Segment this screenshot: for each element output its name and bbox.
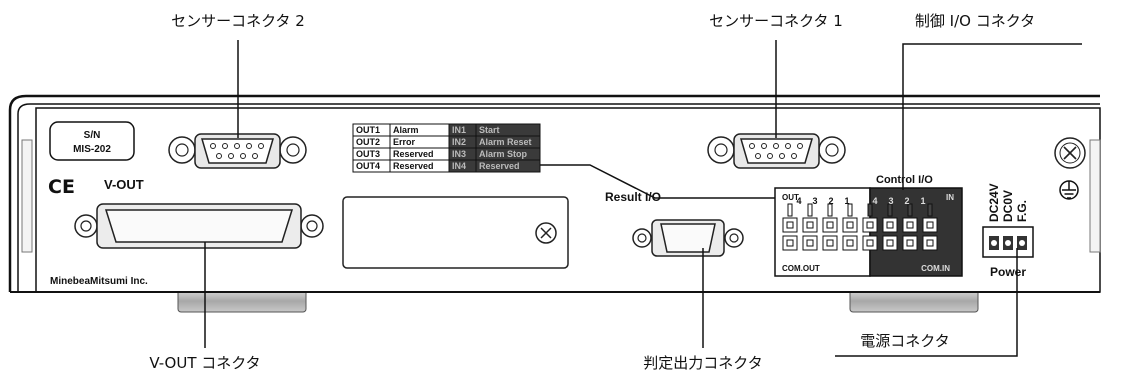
io-table-out-name: Reserved xyxy=(393,161,434,171)
terminal-pin-screw xyxy=(846,239,854,247)
callout-control-io-connector: 制御 I/O コネクタ xyxy=(915,12,1035,30)
callout-power-connector: 電源コネクタ xyxy=(860,332,949,350)
leader-power xyxy=(835,248,1018,357)
io-table-in-id: IN4 xyxy=(452,161,466,171)
io-table-out-id: OUT3 xyxy=(356,149,380,159)
terminal-pin-screw xyxy=(826,239,834,247)
sensor-connector-1 xyxy=(707,133,846,169)
right-foot xyxy=(849,289,979,313)
power-pin-label: DC24V xyxy=(987,183,1001,222)
power-pin-label: DC0V xyxy=(1001,190,1015,222)
io-table-out-name: Alarm xyxy=(393,125,419,135)
callout-vout-connector: V-OUT コネクタ xyxy=(149,354,260,372)
terminal-pin-screw xyxy=(786,221,794,229)
terminal-pin-screw xyxy=(806,221,814,229)
io-table-out-name: Reserved xyxy=(393,149,434,159)
terminal-pin-screw xyxy=(826,221,834,229)
sensor-connector-2 xyxy=(168,133,307,169)
out-pin-number: 2 xyxy=(828,196,833,206)
terminal-pin-screw xyxy=(866,239,874,247)
out-pin-number: 3 xyxy=(812,196,817,206)
terminal-pin-screw xyxy=(806,239,814,247)
terminal-pin-screw xyxy=(906,221,914,229)
brand-label: MinebeaMitsumi Inc. xyxy=(50,276,148,287)
terminal-pin-lever xyxy=(887,203,893,217)
io-table-in-name: Start xyxy=(479,125,500,135)
terminal-pin-screw xyxy=(846,221,854,229)
out-pin-number: 1 xyxy=(844,196,849,206)
io-table-out-id: OUT1 xyxy=(356,125,380,135)
control-io-panel-label: Control I/O xyxy=(876,174,933,186)
out-pin-number: 4 xyxy=(796,196,801,206)
leader-control-io xyxy=(902,43,1082,190)
ground-screw xyxy=(1054,137,1086,169)
callout-result-connector: 判定出力コネクタ xyxy=(643,354,762,372)
io-table-in-name: Reserved xyxy=(479,161,520,171)
power-panel-label: Power xyxy=(990,265,1026,279)
io-table-in-name: Alarm Stop xyxy=(479,149,528,159)
terminal-pin-screw xyxy=(906,239,914,247)
io-table-out-name: Error xyxy=(393,137,416,147)
io-table-out-id: OUT4 xyxy=(356,161,380,171)
callout-sensor-connector-1: センサーコネクタ 1 xyxy=(709,12,843,30)
io-table-in-id: IN2 xyxy=(452,137,466,147)
com-out-label: COM.OUT xyxy=(782,264,820,273)
ground-symbol-icon xyxy=(1059,180,1079,200)
left-foot xyxy=(177,289,307,313)
power-connector xyxy=(982,226,1034,258)
terminal-pin-lever xyxy=(847,203,853,217)
io-table-in-id: IN1 xyxy=(452,125,466,135)
in-pin-number: 1 xyxy=(920,196,925,206)
in-pin-number: 2 xyxy=(904,196,909,206)
power-pin-label: F.G. xyxy=(1015,200,1029,222)
io-table-in-name-cell xyxy=(475,159,541,173)
terminal-pin-screw xyxy=(786,239,794,247)
com-in-label: COM.IN xyxy=(921,264,950,273)
io-table-in-id: IN3 xyxy=(452,149,466,159)
io-table-out-id: OUT2 xyxy=(356,137,380,147)
serial-label-line1: S/N xyxy=(84,130,101,141)
terminal-pin-screw xyxy=(926,239,934,247)
control-io-terminal-block xyxy=(774,187,963,277)
leader-io-table xyxy=(540,164,775,199)
terminal-pin-lever xyxy=(867,203,873,217)
ce-mark: CE xyxy=(48,176,75,198)
result-io-connector xyxy=(632,219,744,257)
vout-panel-label: V-OUT xyxy=(104,177,144,192)
terminal-pin-lever xyxy=(927,203,933,217)
terminal-pin-lever xyxy=(787,203,793,217)
in-tag: IN xyxy=(946,193,954,202)
out-tag: OUT xyxy=(782,193,799,202)
io-table-in-name: Alarm Reset xyxy=(479,137,532,147)
terminal-pin-lever xyxy=(827,203,833,217)
in-pin-number: 3 xyxy=(888,196,893,206)
blank-cover-plate xyxy=(342,196,569,269)
callout-sensor-connector-2: センサーコネクタ 2 xyxy=(171,12,305,30)
in-pin-number: 4 xyxy=(872,196,877,206)
terminal-pin-screw xyxy=(926,221,934,229)
terminal-pin-screw xyxy=(866,221,874,229)
terminal-pin-screw xyxy=(886,221,894,229)
vout-connector xyxy=(74,203,324,249)
terminal-pin-screw xyxy=(886,239,894,247)
terminal-pin-lever xyxy=(907,203,913,217)
terminal-pin-lever xyxy=(807,203,813,217)
serial-label-box xyxy=(49,121,135,161)
serial-label-line2: MIS-202 xyxy=(73,144,111,155)
leader-lines xyxy=(204,40,1082,357)
